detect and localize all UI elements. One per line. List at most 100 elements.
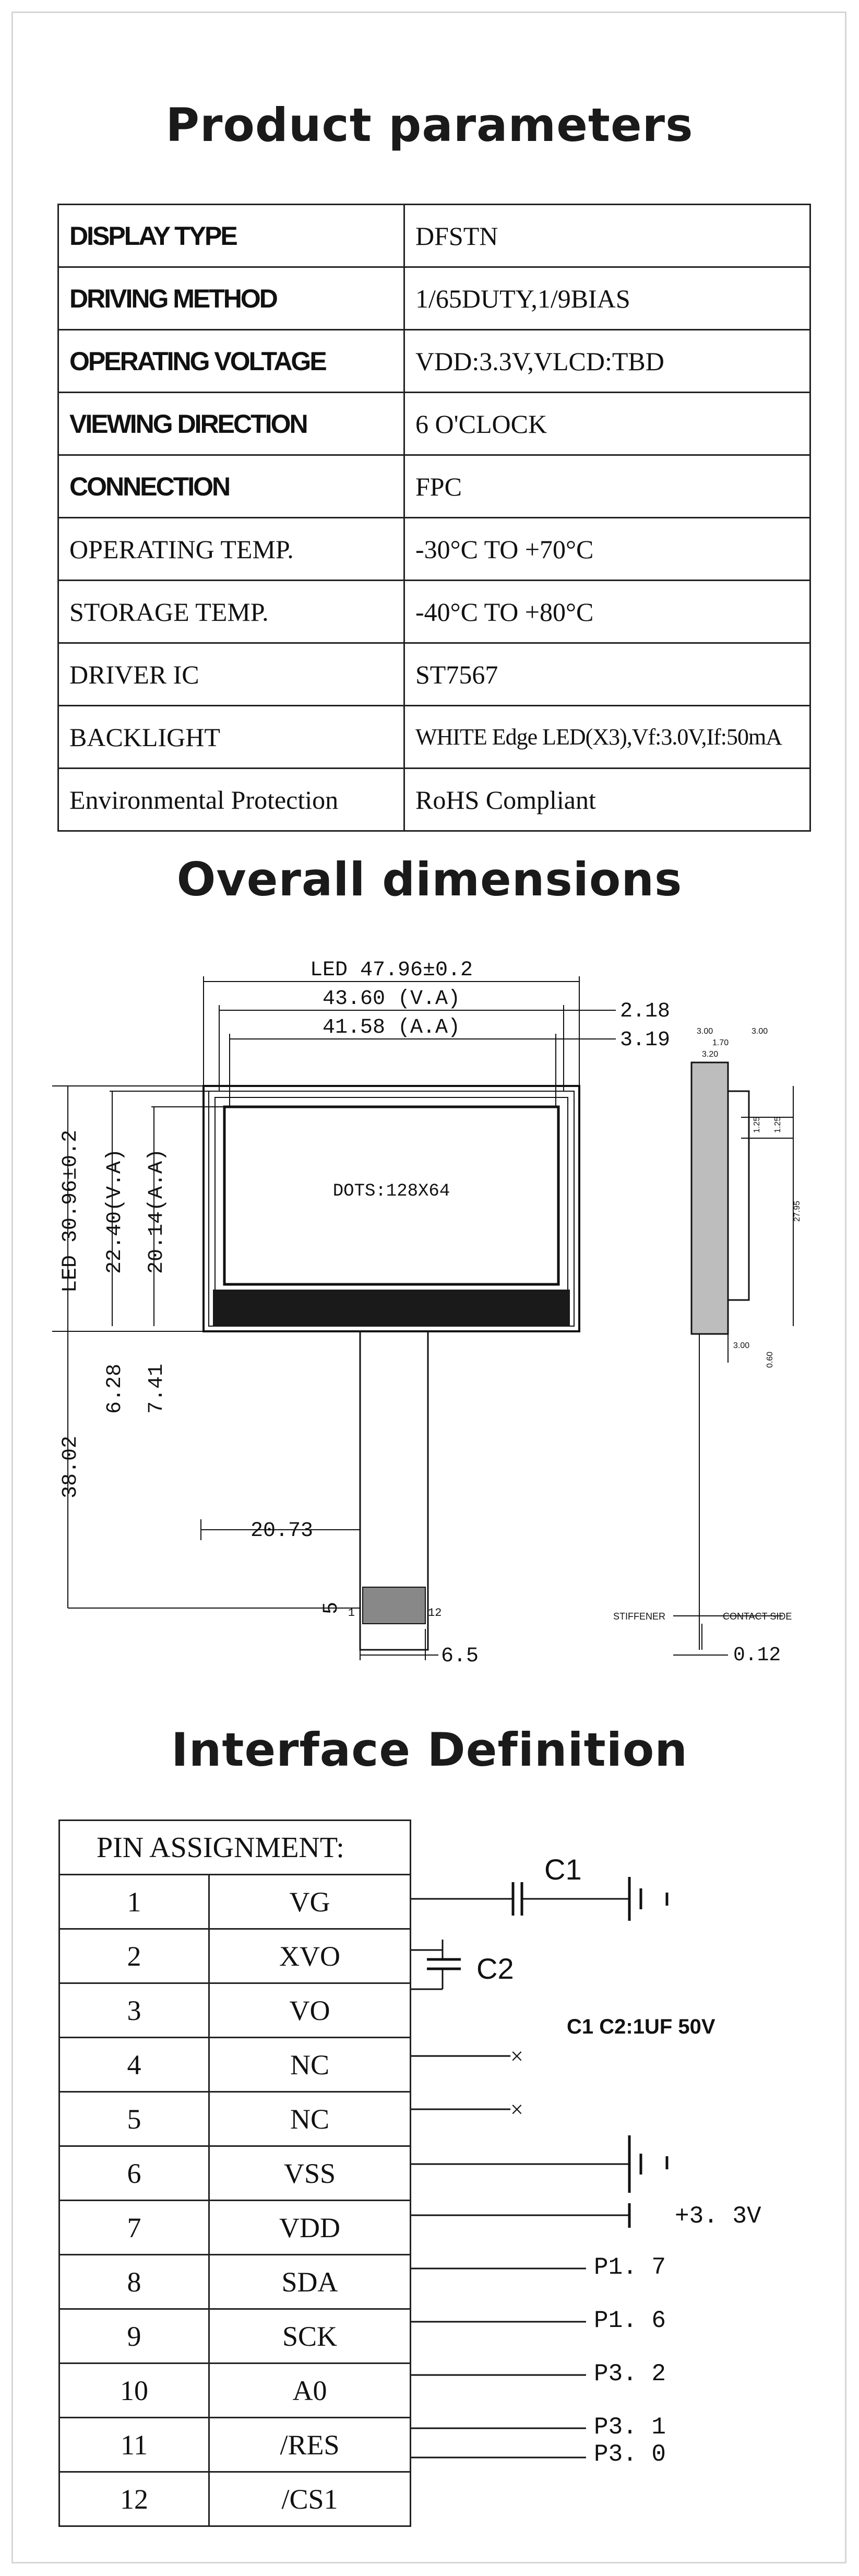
side-060-label: 0.60 xyxy=(766,1352,774,1368)
param-label: CONNECTION xyxy=(57,454,405,518)
dimensions-title: Overall dimensions xyxy=(176,853,683,906)
pin-assignment-header: PIN ASSIGNMENT: xyxy=(58,1819,411,1875)
dimension-drawing: DOTS:128X64 1 12 LED 47.96±0.2 43.60 (V.… xyxy=(52,959,802,1668)
pin-name: NC xyxy=(208,2037,411,2093)
side-300b-label: 3.00 xyxy=(751,1027,768,1036)
table-row: 12/CS1 xyxy=(58,2471,411,2527)
side-320-label: 3.20 xyxy=(702,1050,718,1059)
pin-number: 2 xyxy=(58,1928,210,1984)
dim-741-label: 7.41 xyxy=(145,1364,169,1414)
bottom-bar xyxy=(213,1290,570,1326)
pin-name: A0 xyxy=(208,2362,411,2418)
fpc-tail xyxy=(359,1330,429,1651)
p31-label: P3. 1 xyxy=(594,2414,666,2441)
table-row: OPERATING TEMP.-30°C TO +70°C xyxy=(57,517,811,581)
pin-number: 9 xyxy=(58,2308,210,2364)
side-body xyxy=(690,1061,729,1335)
pin-name: NC xyxy=(208,2091,411,2147)
pin-name: SCK xyxy=(208,2308,411,2364)
side-125b-label: 1.25 xyxy=(773,1117,782,1133)
pin-number: 10 xyxy=(58,2362,210,2418)
p32-label: P3. 2 xyxy=(594,2360,666,2388)
param-label: OPERATING VOLTAGE xyxy=(57,329,405,393)
wiring-diagram: C1 C2 C1 C2:1UF 50V × × +3. 3V P1. 7 P1.… xyxy=(411,1853,761,2462)
side-300a-label: 3.00 xyxy=(697,1027,713,1036)
contact-side-label: CONTACT SIDE xyxy=(723,1611,792,1622)
p30-label: P3. 0 xyxy=(594,2441,666,2462)
side-view xyxy=(673,1061,794,1656)
dim-319-label: 3.19 xyxy=(620,1029,670,1052)
pin-name: VSS xyxy=(208,2145,411,2201)
parameters-title: Product parameters xyxy=(165,98,694,152)
dim-628-label: 6.28 xyxy=(103,1364,127,1414)
table-header-row: PIN ASSIGNMENT: xyxy=(58,1819,411,1875)
param-value: FPC xyxy=(403,454,811,518)
pin-number: 8 xyxy=(58,2254,210,2310)
param-value: RoHS Compliant xyxy=(403,767,811,832)
led-width-label: LED 47.96±0.2 xyxy=(310,959,473,982)
c2-label: C2 xyxy=(476,1952,514,1985)
param-label: VIEWING DIRECTION xyxy=(57,392,405,456)
bottom-dimensions xyxy=(360,1629,438,1660)
param-label: DRIVING METHOD xyxy=(57,266,405,330)
table-row: 11/RES xyxy=(58,2417,411,2473)
param-value: -30°C TO +70°C xyxy=(403,517,811,581)
pin-number: 5 xyxy=(58,2091,210,2147)
pin-number: 4 xyxy=(58,2037,210,2093)
pin-number: 11 xyxy=(58,2417,210,2473)
page-frame xyxy=(11,11,846,2563)
pin-name: VDD xyxy=(208,2200,411,2255)
led-height-label: LED 30.96±0.2 xyxy=(59,1130,82,1293)
param-label: DRIVER IC xyxy=(57,642,405,706)
dim-5-label: 5 xyxy=(320,1602,343,1614)
aa-width-label: 41.58 (A.A) xyxy=(323,1016,460,1039)
param-label: DISPLAY TYPE xyxy=(57,204,405,268)
dots-label: DOTS:128X64 xyxy=(333,1181,450,1201)
p16-label: P1. 6 xyxy=(594,2307,666,2334)
pin-number: 3 xyxy=(58,1982,210,2038)
dim-65-label: 6.5 xyxy=(441,1645,479,1668)
c2-circuit xyxy=(411,1940,461,1990)
pin-number: 7 xyxy=(58,2200,210,2255)
va-height-label: 22.40(V.A) xyxy=(103,1149,127,1274)
param-label: BACKLIGHT xyxy=(57,705,405,769)
c1-circuit xyxy=(411,1877,669,1921)
cap-note: C1 C2:1UF 50V xyxy=(567,2015,715,2038)
c1-label: C1 xyxy=(544,1853,582,1886)
dim-218-label: 2.18 xyxy=(620,1000,670,1023)
vdd-note: +3. 3V xyxy=(675,2203,761,2230)
va-width-label: 43.60 (V.A) xyxy=(323,987,460,1011)
side-125a-label: 1.25 xyxy=(753,1117,761,1133)
power-supply xyxy=(411,2135,669,2228)
fpc-contacts xyxy=(362,1587,426,1624)
table-row: STORAGE TEMP.-40°C TO +80°C xyxy=(57,580,811,644)
side-300c-label: 3.00 xyxy=(733,1341,749,1350)
param-value: 1/65DUTY,1/9BIAS xyxy=(403,266,811,330)
top-dimensions xyxy=(203,976,616,1107)
dim-3802-label: 38.02 xyxy=(59,1436,82,1498)
param-label: STORAGE TEMP. xyxy=(57,580,405,644)
pin-name: /RES xyxy=(208,2417,411,2473)
interface-title: Interface Definition xyxy=(171,1723,688,1777)
active-area-outline xyxy=(214,1097,568,1320)
p17-label: P1. 7 xyxy=(594,2254,666,2281)
aa-height-label: 20.14(A.A) xyxy=(145,1149,169,1274)
pin-1-label: 1 xyxy=(348,1606,355,1620)
pin-name: VG xyxy=(208,1874,411,1930)
nc5-mark: × xyxy=(510,2097,523,2122)
param-label: Environmental Protection xyxy=(57,767,405,832)
